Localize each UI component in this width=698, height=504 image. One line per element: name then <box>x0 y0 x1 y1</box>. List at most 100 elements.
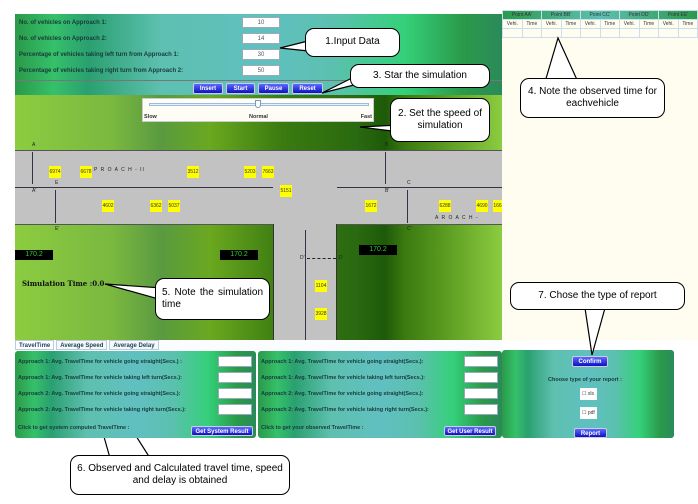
result-label: Approach 2: Avg. TravelTime for vehicle … <box>18 407 186 413</box>
tab-average-delay[interactable]: Average Delay <box>109 340 159 350</box>
approach2-label: A R O A C H - <box>435 215 479 221</box>
insert-button[interactable]: Insert <box>193 83 223 94</box>
form-label: No. of vehicles on Approach 2: <box>19 36 107 42</box>
signal-timer: 170.2 <box>359 245 397 255</box>
point-line-aa <box>32 152 33 184</box>
user-prompt: Click to get your observed TravelTime : <box>261 425 364 431</box>
tab-travel-time[interactable]: TravelTime <box>15 340 55 350</box>
callout-observed-time: 4. Note the observed time for eachvehicl… <box>520 78 665 118</box>
point-line-cc <box>407 190 408 223</box>
get-system-result-button[interactable]: Get System Result <box>191 426 253 436</box>
result-label: Approach 1: Avg. TravelTime for vehicle … <box>18 359 182 365</box>
fast-label: Fast <box>360 114 372 120</box>
vehicle: 1104 <box>315 280 327 292</box>
user-result-input[interactable] <box>464 372 498 383</box>
normal-label: Normal <box>249 114 268 120</box>
vehicle: 166 <box>493 200 502 212</box>
simulation-time: Simulation Time :0.0 <box>22 279 105 288</box>
user-result-input[interactable] <box>464 404 498 415</box>
vehicle: 6678 <box>80 166 92 178</box>
xls-label: xls <box>587 391 594 397</box>
vehicle: 5037 <box>168 200 180 212</box>
result-label: Approach 1: Avg. TravelTime for vehicle … <box>261 359 424 365</box>
right-turn-percent-input[interactable]: 50 <box>242 65 280 76</box>
approach2-vehicles-input[interactable]: 14 <box>242 33 280 44</box>
point-label: E <box>55 180 59 186</box>
point-label: B' <box>385 188 390 194</box>
left-turn-percent-input[interactable]: 30 <box>242 49 280 60</box>
approach1-vehicles-input[interactable]: 10 <box>242 17 280 28</box>
lane-divider <box>305 230 306 340</box>
xls-checkbox[interactable]: ☐ xls <box>580 388 597 400</box>
point-line-ee <box>55 190 56 223</box>
result-label: Approach 2: Avg. TravelTime for vehicle … <box>261 407 429 413</box>
table-cell <box>638 28 659 38</box>
system-prompt: Click to get system computed TravelTime … <box>18 425 130 431</box>
tab-bar: TravelTime Average Speed Average Delay <box>15 340 502 351</box>
vehicle: 1672 <box>365 200 377 212</box>
vehicle: 4690 <box>476 200 488 212</box>
user-result-input[interactable] <box>464 356 498 367</box>
callout-simulation-time: 5. Note the simulation time <box>155 278 270 320</box>
system-result-field <box>218 388 252 399</box>
point-label: A <box>32 142 36 148</box>
vehicle: 6362 <box>150 200 162 212</box>
pdf-checkbox[interactable]: ☐ pdf <box>580 407 597 419</box>
confirm-button[interactable]: Confirm <box>572 356 608 367</box>
vehicle: 5151 <box>280 185 292 197</box>
get-user-result-button[interactable]: Get User Result <box>444 426 496 436</box>
callout-input-data: 1.Input Data <box>305 28 400 57</box>
point-line-dd <box>307 258 336 259</box>
point-line-bb <box>385 152 386 184</box>
report-panel: Confirm Choose type of your report : ☐ x… <box>502 350 674 438</box>
table-cell <box>521 28 542 38</box>
vehicle: 3928 <box>315 308 327 320</box>
user-result-panel: Approach 1: Avg. TravelTime for vehicle … <box>258 351 502 438</box>
form-label: Percentage of vehicles taking left turn … <box>19 52 179 58</box>
lane-divider <box>337 187 502 188</box>
reset-button[interactable]: Reset <box>292 83 323 94</box>
vehicle: 7663 <box>262 166 274 178</box>
point-label: B <box>385 142 389 148</box>
system-result-field <box>218 404 252 415</box>
report-button[interactable]: Report <box>574 428 607 438</box>
table-cell <box>599 28 620 38</box>
callout-results: 6. Observed and Calculated travel time, … <box>70 455 290 495</box>
callout-set-speed: 2. Set the speed of simulation <box>390 98 490 142</box>
pause-button[interactable]: Pause <box>258 83 289 94</box>
table-cell <box>677 28 698 38</box>
callout-start-simulation: 3. Star the simulation <box>350 64 490 88</box>
result-label: Approach 1: Avg. TravelTime for vehicle … <box>261 375 425 381</box>
point-label: D' <box>300 255 305 261</box>
vehicle: 6974 <box>49 166 61 178</box>
form-label: No. of vehicles on Approach 1: <box>19 20 107 26</box>
signal-timer: 170.2 <box>220 250 258 260</box>
observed-time-table: Point AA' Point BB' Point CC' Point DD' … <box>502 10 698 38</box>
lane-divider <box>15 187 273 188</box>
vehicle: 4602 <box>102 200 114 212</box>
form-label: Percentage of vehicles taking right turn… <box>19 68 184 74</box>
user-result-input[interactable] <box>464 388 498 399</box>
result-label: Approach 2: Avg. TravelTime for vehicle … <box>18 391 181 397</box>
start-button[interactable]: Start <box>226 83 255 94</box>
slow-label: Slow <box>144 114 157 120</box>
report-type-prompt: Choose type of your report : <box>548 377 622 383</box>
result-label: Approach 2: Avg. TravelTime for vehicle … <box>261 391 424 397</box>
point-label: E' <box>55 226 60 232</box>
tab-average-speed[interactable]: Average Speed <box>56 340 108 350</box>
vehicle: 5203 <box>244 166 256 178</box>
point-label: C' <box>407 226 412 232</box>
slider-thumb[interactable] <box>255 100 261 108</box>
system-result-field <box>218 356 252 367</box>
speed-slider[interactable]: Slow Normal Fast <box>142 98 374 122</box>
point-label: C <box>407 180 411 186</box>
system-result-field <box>218 372 252 383</box>
vehicle: 3512 <box>187 166 199 178</box>
table-cell <box>560 28 581 38</box>
point-label: D <box>339 255 343 261</box>
approach1-label: P R O A C H - II <box>94 167 145 173</box>
callout-report-type: 7. Chose the type of report <box>510 282 685 310</box>
vehicle: 6288 <box>439 200 451 212</box>
signal-timer: 170.2 <box>15 250 53 260</box>
